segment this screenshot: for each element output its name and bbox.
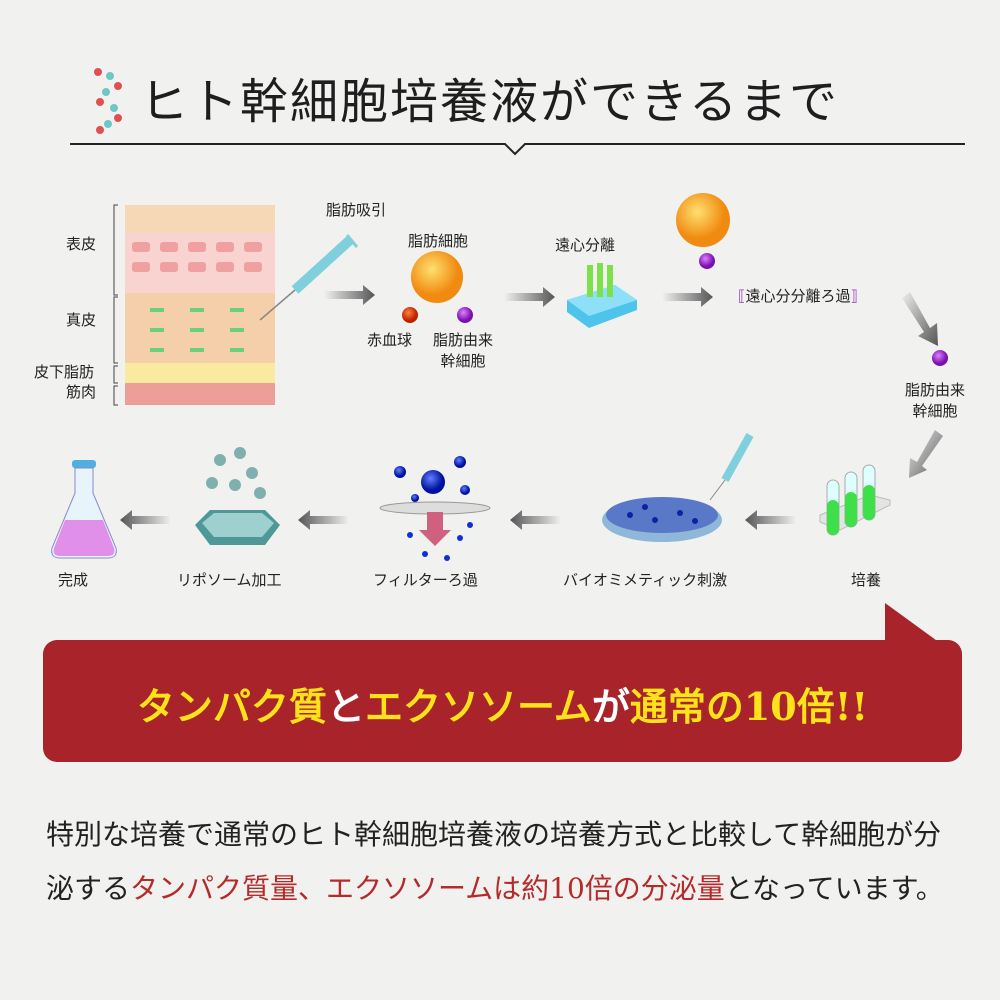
arrow-right-icon [325,285,375,305]
label-complete: 完成 [58,571,89,589]
paragraph-text-1: 特別な培養で通常のヒト幹細胞培養液の培養方式と比較して幹細胞が分泌する [46,818,942,905]
fat-cell-group-icon [402,251,473,323]
skin-label-epidermis: 表皮 [66,235,97,253]
petri-dish-icon [602,433,754,542]
skin-label-subcutaneous-fat: 皮下脂肪 [34,363,95,381]
highlight-banner [43,640,962,762]
label-result-stem-cell: 脂肪由来 幹細胞 [905,381,966,420]
separated-cells-icon [676,193,730,269]
arrow-down-right-icon [902,292,938,346]
banner-protein: タンパク質 [136,684,327,729]
arrow-right-icon [663,287,713,307]
banner-and: と [326,684,365,729]
banner-ten-times: 通常の10倍!! [629,684,869,729]
skin-diagram [113,204,275,406]
paragraph-highlight: タンパク質量、エクソソームは約10倍の分泌量 [130,872,725,905]
label-biomimetic-stimulation: バイオミメティック刺激 [563,571,728,589]
skin-label-dermis: 真皮 [66,311,97,329]
bracket-right: ⟧ [850,287,858,305]
label-filtration-text: 遠心分分離ろ過 [745,287,851,305]
arrow-left-icon [745,510,795,530]
bracket-left: ⟦ [738,287,746,305]
label-red-blood-cell: 赤血球 [367,331,413,349]
title-underline [70,143,965,156]
banner-text: タンパク質とエクソソームが通常の10倍!! [43,676,962,731]
centrifuge-icon [567,263,637,328]
description-paragraph: 特別な培養で通常のヒト幹細胞培養液の培養方式と比較して幹細胞が分泌するタンパク質… [46,808,966,916]
skin-label-muscle: 筋肉 [66,383,97,401]
arrow-left-icon [510,510,560,530]
speech-bubble-tail [885,603,940,643]
label-culture: 培養 [851,571,882,589]
label-filtration: ⟦遠心分分離ろ過⟧ [738,285,858,306]
page-title: ヒト幹細胞培養液ができるまで [140,74,840,130]
banner-exosome: エクソソーム [364,684,592,729]
filter-icon [379,456,491,561]
culture-tubes-icon [819,464,891,536]
label-liposome-processing: リポソーム加工 [177,571,282,589]
dna-icon [94,68,122,134]
label-fat-cell: 脂肪細胞 [408,232,469,250]
arrow-left-icon [298,510,348,530]
flask-icon [51,460,117,559]
arrow-right-icon [505,287,555,307]
arrow-left-icon [120,510,170,530]
label-centrifuge: 遠心分離 [555,236,616,254]
paragraph-text-2: となっています。 [724,872,944,905]
stem-cell-icon [932,350,948,366]
label-liposuction: 脂肪吸引 [326,201,387,219]
banner-ga: が [591,684,630,729]
syringe-icon [259,234,359,321]
arrow-down-left-icon [909,430,943,478]
liposome-icon [195,447,280,545]
label-filter-filtration: フィルターろ過 [373,571,478,589]
label-adipose-stem-cell: 脂肪由来 幹細胞 [433,331,494,370]
